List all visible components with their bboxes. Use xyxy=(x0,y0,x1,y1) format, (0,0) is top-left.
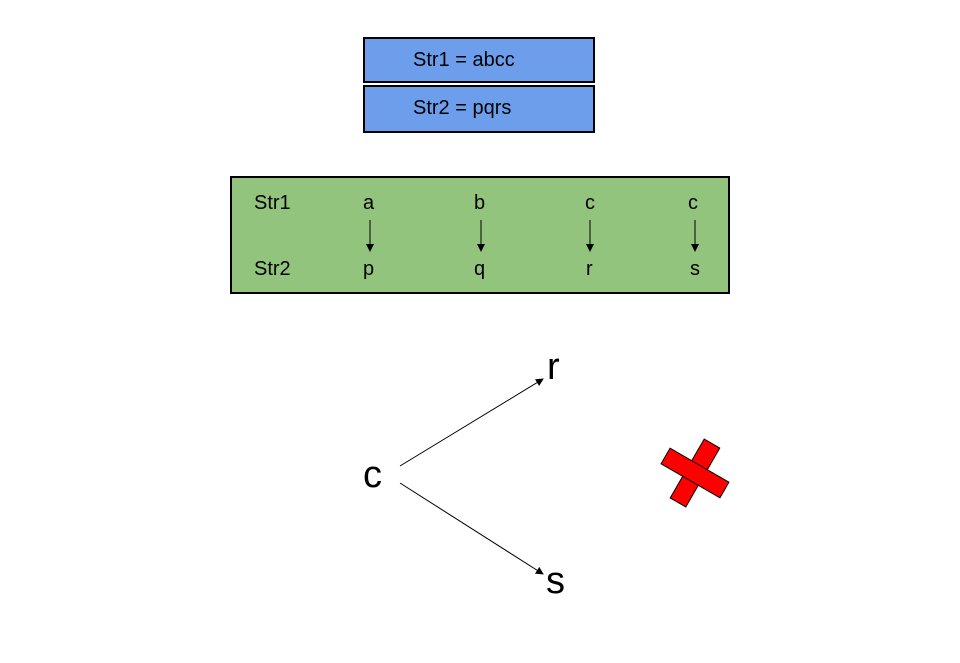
conflict-arrow-to-s xyxy=(399,482,544,575)
str2-char: p xyxy=(363,258,375,280)
str2-char: q xyxy=(474,258,486,280)
character-mapping-table: Str1 Str2 a b c c p q r s xyxy=(230,176,730,294)
conflict-target-char-r: r xyxy=(547,346,560,388)
str2-definition-text: Str2 = pqrs xyxy=(413,97,512,119)
str2-char: r xyxy=(586,258,593,280)
row-label-str1: Str1 xyxy=(254,192,291,214)
row-label-str2: Str2 xyxy=(254,258,291,280)
str1-char: c xyxy=(688,192,698,214)
str1-char: b xyxy=(474,192,486,214)
str1-definition-box: Str1 = abcc xyxy=(363,37,595,83)
str1-definition-text: Str1 = abcc xyxy=(413,49,515,71)
conflict-arrow-to-r xyxy=(399,378,544,467)
red-x-icon xyxy=(660,438,730,508)
str2-definition-box: Str2 = pqrs xyxy=(363,85,595,133)
conflict-source-char: c xyxy=(363,454,382,496)
str1-char: c xyxy=(585,192,595,214)
str2-char: s xyxy=(690,258,700,280)
conflict-target-char-s: s xyxy=(546,560,565,602)
str1-char: a xyxy=(363,192,375,214)
